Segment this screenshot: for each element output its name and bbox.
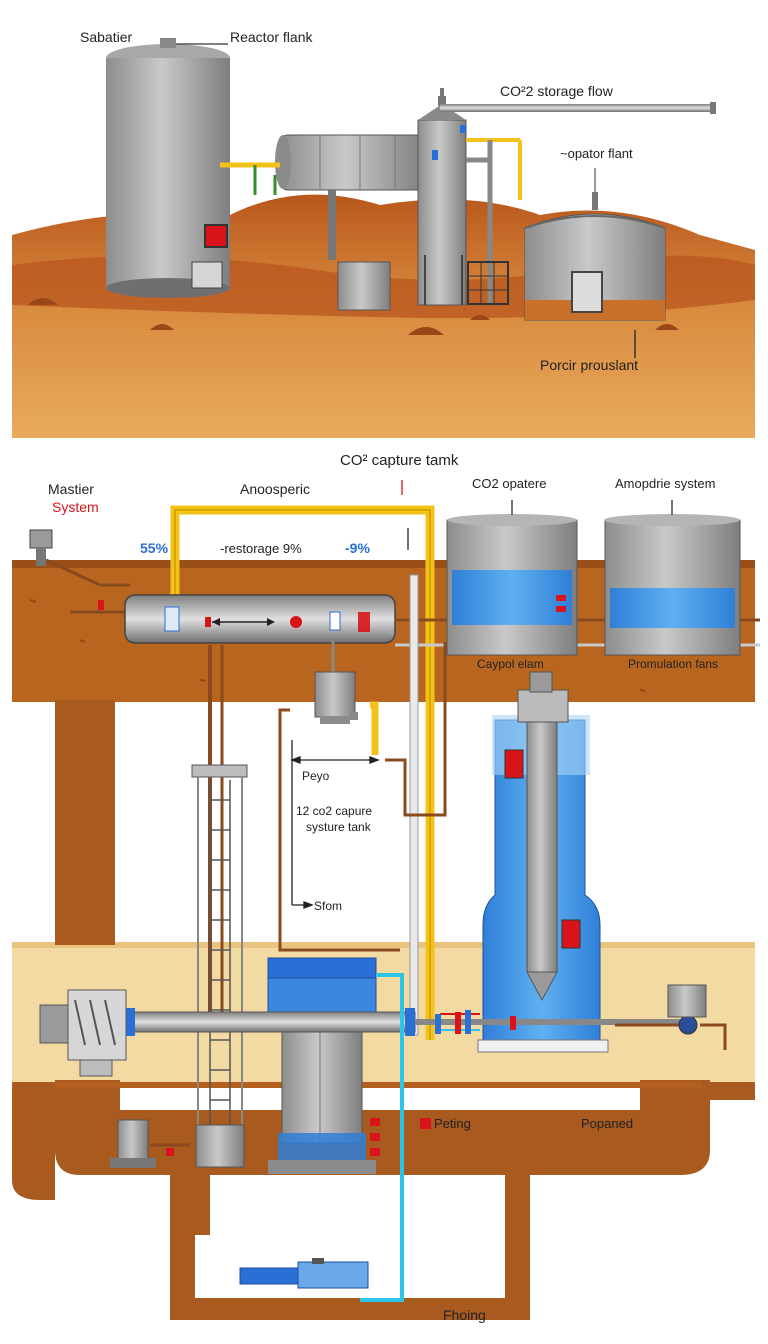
label-porcir-prouslant: Porcir prouslant xyxy=(540,357,638,373)
label-co2-storage-flow: CO²2 storage flow xyxy=(500,83,614,99)
cyan-pipe xyxy=(360,973,404,1302)
processing-unit xyxy=(267,957,380,1174)
reactor-tower xyxy=(417,88,716,306)
sabatier-tank xyxy=(106,38,230,298)
reactor-cylinder xyxy=(220,134,426,260)
label-peting: Peting xyxy=(434,1116,471,1131)
bottom-panel: CO² capture tamk Mastier System Anoosper… xyxy=(12,452,760,1323)
filter-module xyxy=(314,640,358,724)
label-reactor-flank: Reactor flank xyxy=(230,29,313,45)
label-opator-flant: ~opator flant xyxy=(560,146,633,161)
label-promulation-fans: Promulation fans xyxy=(628,657,718,671)
large-water-tank xyxy=(477,671,609,1053)
label-caypol-elam: Caypol elam xyxy=(477,657,544,671)
label-sabatier: Sabatier xyxy=(80,29,132,45)
label-peyo: Peyo xyxy=(302,769,330,783)
legend-peting-swatch xyxy=(420,1118,431,1129)
label-capure-line2: systure tank xyxy=(306,820,372,834)
bottom-pump xyxy=(239,1258,369,1289)
co2-capture-tank-right xyxy=(446,500,578,656)
label-pct-55: 55% xyxy=(140,540,169,556)
label-co2-opatere: CO2 opatere xyxy=(472,476,546,491)
heat-exchanger xyxy=(39,989,127,1077)
amopdrie-system-tank xyxy=(604,500,741,656)
small-compressor xyxy=(110,1119,190,1168)
pump-box xyxy=(337,261,391,311)
label-anoosperic: Anoosperic xyxy=(240,481,310,497)
label-mastier: Mastier xyxy=(48,481,94,497)
dimension-lines xyxy=(290,480,409,909)
tank-indicator-upper xyxy=(504,749,524,779)
tank-indicator-lower xyxy=(561,919,581,949)
brown-pipe-route xyxy=(278,708,400,952)
label-amopdrie-system: Amopdrie system xyxy=(615,476,715,491)
label-sfom: Sfom xyxy=(314,899,342,913)
label-capure-line1: 12 co2 capure xyxy=(296,804,372,818)
opator-tank xyxy=(524,168,666,321)
label-popaned: Popaned xyxy=(581,1116,633,1131)
label-restorage: -restorage 9% xyxy=(220,541,302,556)
top-panel: Sabatier Reactor flank CO²2 storage flow… xyxy=(12,29,755,438)
ladder-column xyxy=(191,764,248,1168)
label-fhoing: Fhoing xyxy=(443,1307,486,1323)
mastier-system-module xyxy=(29,529,130,614)
label-system: System xyxy=(52,499,99,515)
label-co2-capture-tank: CO² capture tamk xyxy=(340,452,459,469)
sabatier-alert-panel xyxy=(204,224,228,248)
label-pct-neg9: -9% xyxy=(345,540,370,556)
